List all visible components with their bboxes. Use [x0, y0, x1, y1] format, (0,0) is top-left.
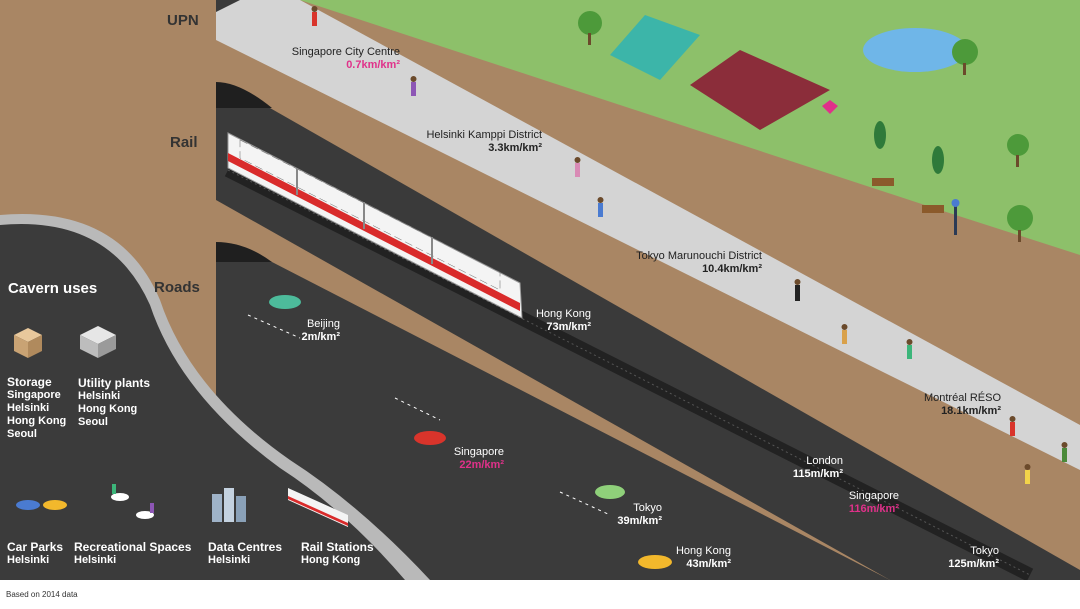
kite — [822, 100, 838, 114]
road-lane-mark — [559, 491, 611, 516]
cavern-use-rail-stations: Rail Stations Hong Kong — [301, 540, 374, 567]
cavern-use-recreational-spaces: Recreational Spaces Helsinki — [74, 540, 192, 567]
tree — [1007, 134, 1029, 167]
road-surface — [216, 245, 890, 580]
pedestrian — [410, 76, 417, 96]
pond — [863, 28, 967, 72]
cavern-use-data-centres: Data Centres Helsinki — [208, 540, 283, 567]
pedestrian — [1009, 416, 1016, 436]
car-red — [414, 431, 446, 445]
road-lane-mark — [394, 397, 441, 421]
upn-walkway — [216, 0, 1080, 470]
tree — [932, 146, 944, 174]
pedestrian — [906, 339, 913, 359]
pedestrian — [1024, 464, 1031, 484]
tree — [874, 121, 886, 149]
cavern-title: Cavern uses — [8, 280, 98, 297]
upn-tunnel-mouth — [216, 0, 240, 12]
cavern-use-utility-plants: Utility plants Helsinki Hong Kong Seoul — [78, 376, 151, 429]
street-lamp — [951, 199, 960, 235]
pedestrian — [1061, 442, 1068, 462]
pedestrian — [597, 197, 604, 217]
car-park-icon — [16, 500, 67, 510]
playground — [690, 50, 830, 130]
rail-station-icon — [288, 488, 348, 527]
cavern-use-storage: Storage Singapore Helsinki Hong Kong Seo… — [7, 375, 67, 441]
train — [227, 132, 523, 319]
road-lane-mark — [247, 314, 301, 339]
rail-tunnel-mouth — [216, 82, 272, 108]
recreational-space-icon — [111, 484, 154, 519]
bench — [922, 205, 944, 213]
car-teal — [269, 295, 301, 309]
layer-label-rail: Rail — [170, 134, 198, 151]
pedestrian — [794, 279, 801, 301]
cavern — [0, 224, 405, 580]
tree — [952, 39, 978, 75]
tree — [578, 11, 602, 45]
gym-area — [610, 15, 700, 80]
road-tunnel-mouth — [216, 242, 272, 262]
footnote: Based on 2014 data — [6, 590, 78, 599]
pedestrian — [841, 324, 848, 344]
utility-plant-icon — [80, 326, 116, 358]
rail-track — [224, 163, 1034, 582]
rail-bed — [216, 85, 1080, 580]
bench — [872, 178, 894, 186]
data-centre-icon — [212, 488, 246, 522]
car-green — [595, 485, 625, 499]
storage-icon — [14, 328, 42, 358]
footer-strip — [0, 580, 1080, 609]
car-yellow — [638, 555, 672, 569]
pedestrian — [574, 157, 581, 177]
tree — [1007, 205, 1033, 242]
pedestrian — [311, 6, 318, 26]
layer-label-roads: Roads — [154, 279, 200, 296]
cavern-use-car-parks: Car Parks Helsinki — [7, 540, 64, 567]
layer-label-upn: UPN — [167, 12, 199, 29]
